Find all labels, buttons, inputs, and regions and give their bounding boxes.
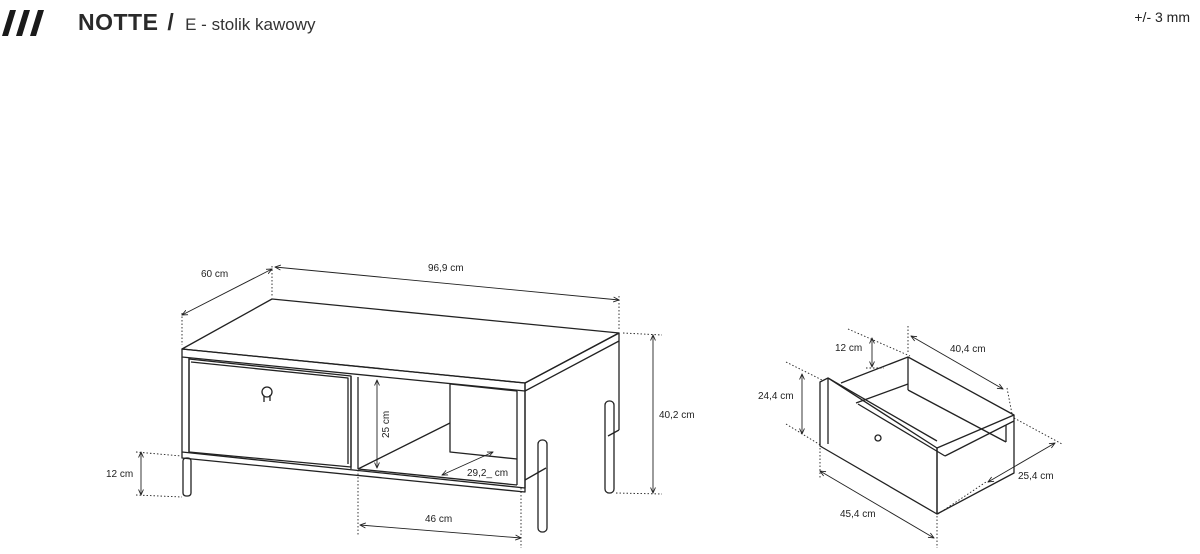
dim-inner-height-label: 25 cm [381,411,392,438]
dim-drawer-inner-width-label: 40,4 cm [950,344,986,355]
drawer-knob-icon [261,386,273,398]
table-dimension-lines [135,266,663,548]
table-leg-back-right [604,400,615,494]
table-top-side-edge [524,332,620,392]
product-name: NOTTE [78,9,159,35]
dim-drawer-front-width-label: 45,4 cm [840,509,876,520]
dim-drawer-inner-depth-label: 25,4 cm [1018,471,1054,482]
dim-shelf-depth-label: 29,2_ cm [467,468,508,479]
triple-slash-logo-icon [2,10,44,36]
page-title: NOTTE / E - stolik kawowy [78,9,316,36]
coffee-table-drawing [181,298,620,533]
table-leg-front-right [537,439,548,533]
dim-leg-height-label: 12 cm [106,469,133,480]
table-side-panel [181,391,526,493]
dim-compartment-width-label: 46 cm [425,514,452,525]
dim-depth-label: 60 cm [201,269,228,280]
dim-drawer-outer-height-label: 24,4 cm [758,391,794,402]
dim-drawer-front-height-label: 12 cm [835,343,862,354]
title-separator: / [167,9,175,35]
product-subtitle: E - stolik kawowy [185,15,316,34]
drawer-dimension-lines [785,326,1063,548]
dim-height-label: 40,2 cm [659,410,695,421]
drawer-drawing [819,356,1015,515]
table-leg-front-left [182,457,192,497]
drawer-knob-icon [874,434,882,442]
table-top-front-edge [181,348,526,392]
dim-width-label: 96,9 cm [428,263,464,274]
tolerance-note: +/- 3 mm [1134,9,1190,25]
drawer-front-panel [819,377,938,515]
